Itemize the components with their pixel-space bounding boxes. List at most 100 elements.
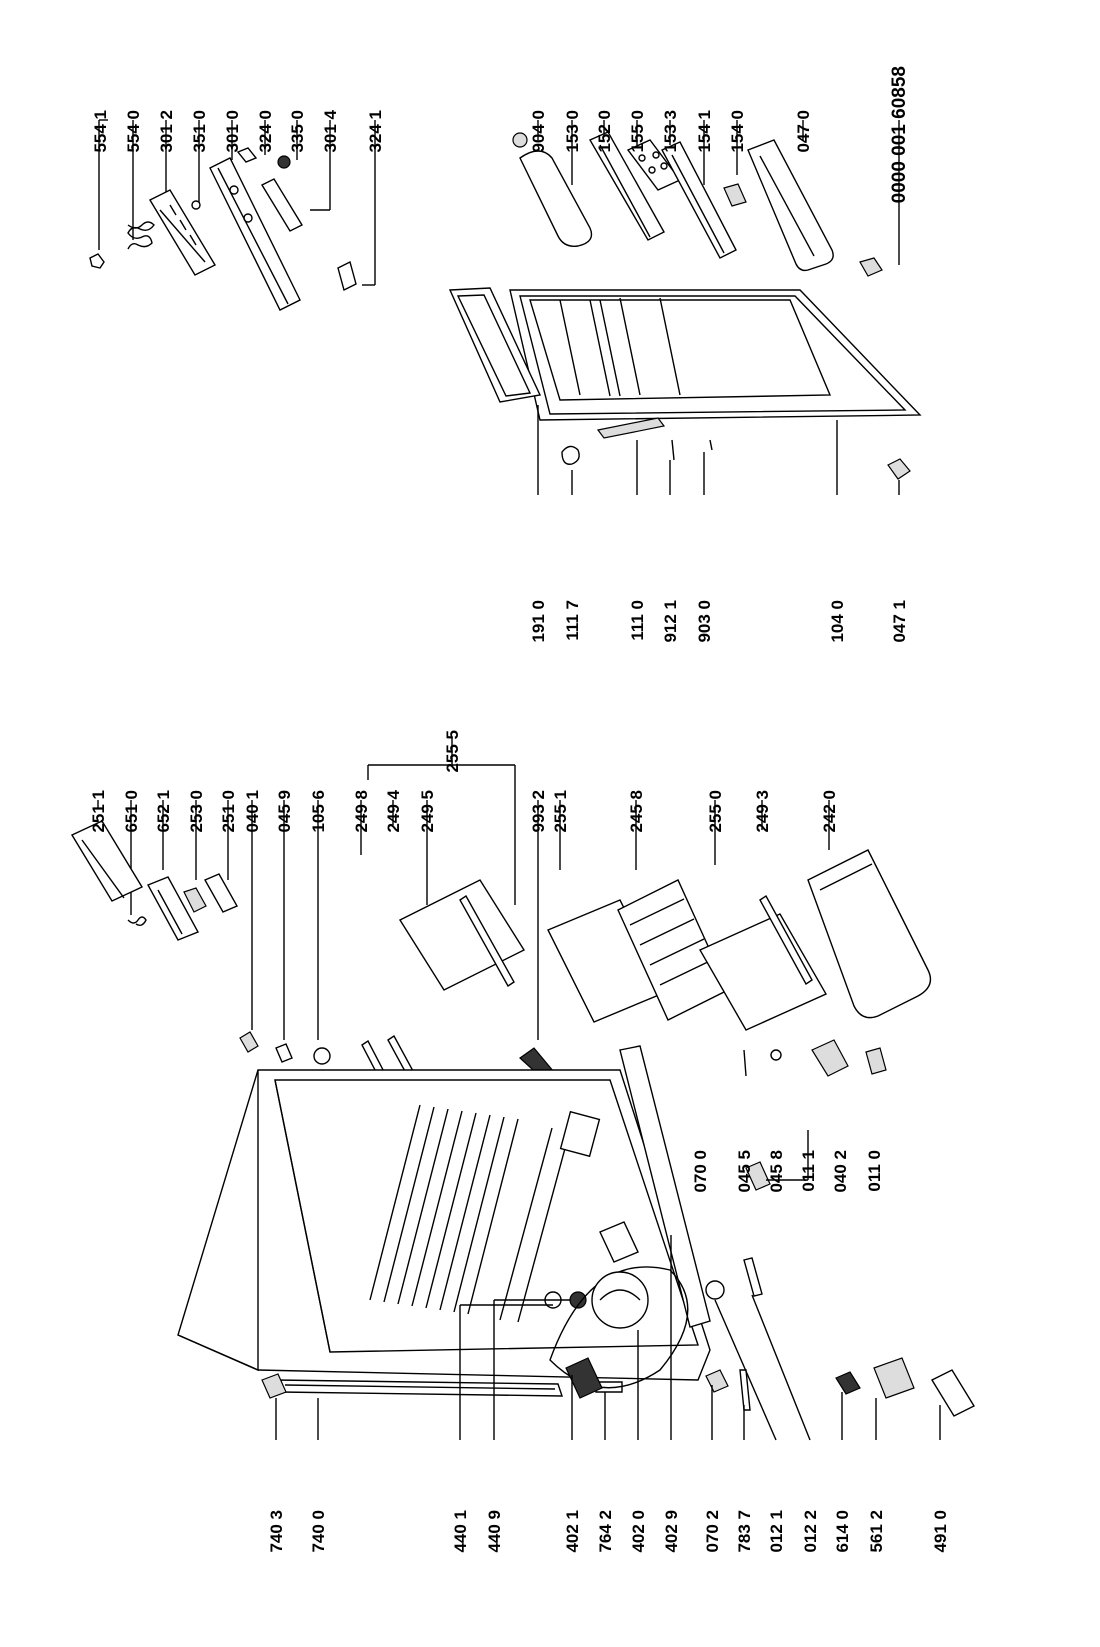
label-335-0: 335 0 [288,110,307,153]
label-249-5: 249 5 [418,790,437,833]
label-045-5: 045 5 [735,1150,754,1193]
label-324-0: 324 0 [256,110,275,153]
door-seal-191-0 [448,287,542,403]
label-402-9: 402 9 [662,1510,681,1553]
label-554-1: 554 1 [91,110,110,153]
bottle-stop-154-1 [723,183,747,207]
control-panel-group [89,119,376,311]
door-seal-070-0 [619,1045,711,1328]
door-shelf-152-0 [589,131,665,241]
label-070-2: 070 2 [703,1510,722,1553]
label-047-1: 047 1 [890,600,909,643]
clip-324-1 [337,260,357,292]
diffuser-301-4 [261,178,303,232]
bracket-040-1 [239,1031,259,1053]
label-301-2: 301 2 [157,110,176,153]
thermostat-housing-301-2 [149,189,216,276]
cover-324-0 [236,147,258,163]
door-group [448,120,922,495]
label-651-0: 651 0 [122,790,141,833]
label-154-0: 154 0 [728,110,747,153]
label-104-0: 104 0 [828,600,847,643]
relay-614-0 [835,1371,861,1395]
light-cover-652-1 [147,876,199,941]
label-011-1: 011 1 [799,1150,818,1192]
label-153-0: 153 0 [563,110,582,153]
label-491-0: 491 0 [931,1510,950,1553]
crisper-cover-251-1 [70,820,144,902]
label-111-0: 111 0 [628,600,647,641]
label-045-8: 045 8 [767,1150,786,1193]
label-740-3: 740 3 [267,1510,286,1553]
crisper-drawer-242-0 [807,849,932,1019]
label-251-0: 251 0 [219,790,238,833]
label-012-1: 012 1 [767,1510,786,1553]
label-255-1: 255 1 [551,790,570,833]
label-040-1: 040 1 [243,790,262,833]
tube-012-2 [743,1257,763,1297]
label-301-0: 301 0 [223,110,242,153]
label-255-0: 255 0 [706,790,725,833]
label-111-7: 111 7 [563,600,582,641]
glass-shelf-255-0 [699,913,827,1031]
cap-111-7 [561,445,580,465]
part-labels: 554 1 554 0 301 2 351 0 301 0 324 0 335 … [89,66,950,1553]
cap-105-6 [313,1047,331,1065]
label-993-2: 993 2 [529,790,548,833]
relay-402-1 [565,1357,603,1399]
capacitor-783-7 [739,1369,751,1411]
relay-cover-402-9 [599,1221,639,1263]
bracket-011-1 [745,1161,771,1191]
label-251-1: 251 1 [89,790,108,833]
hinge-047-0 [859,257,883,277]
label-614-0: 614 0 [833,1510,852,1553]
label-255-5: 255 5 [443,730,462,773]
door-104-0 [509,289,922,421]
label-783-7: 783 7 [735,1510,754,1553]
label-440-9: 440 9 [485,1510,504,1553]
switch-253-0 [183,887,207,913]
spring-651-0 [127,916,147,927]
hinge-047-1 [887,458,911,480]
cabinet-group [177,1045,975,1441]
screw-903-0 [709,439,713,451]
compressor-area [549,1221,689,1399]
label-154-1: 154 1 [695,110,714,153]
label-740-0: 740 0 [309,1510,328,1553]
label-191-0: 191 0 [529,600,548,643]
label-249-8: 249 8 [352,790,371,833]
label-253-0: 253 0 [187,790,206,833]
bottle-shelf-154-0 [747,139,834,272]
label-153-3: 153 3 [661,110,680,153]
label-324-1: 324 1 [366,110,385,153]
label-764-2: 764 2 [596,1510,615,1553]
lamp-335-0 [277,155,291,169]
label-652-1: 652 1 [154,790,173,833]
label-040-2: 040 2 [831,1150,850,1193]
door-shelf-153-3 [661,141,737,259]
diagram-code: 0000 001 60858 [889,66,910,203]
knob-351-0 [191,200,201,210]
hinge-pin-011-0 [865,1047,887,1075]
label-045-9: 045 9 [275,790,294,833]
label-155-0: 155 0 [628,110,647,153]
bracket-070-2 [705,1369,729,1393]
label-249-4: 249 4 [384,789,403,832]
label-351-0: 351 0 [190,110,209,153]
condenser-clip-740-3 [261,1373,287,1399]
label-561-2: 561 2 [867,1510,886,1553]
cabinet-body [177,1069,711,1381]
shelf-trim-249-3 [759,894,813,986]
handle-111-0 [596,417,666,439]
condenser-740-0 [273,1379,563,1397]
cover-491-0 [931,1369,975,1417]
grommet-012-1 [705,1280,725,1300]
glass-shelf-255-5 [398,879,526,991]
bulb-holder-251-0 [204,873,238,913]
label-912-1: 912 1 [661,600,680,643]
label-301-4: 301 4 [321,109,340,152]
light-housing-301-0 [209,157,301,311]
pin-045-9 [275,1043,293,1063]
label-012-2: 012 2 [801,1510,820,1553]
